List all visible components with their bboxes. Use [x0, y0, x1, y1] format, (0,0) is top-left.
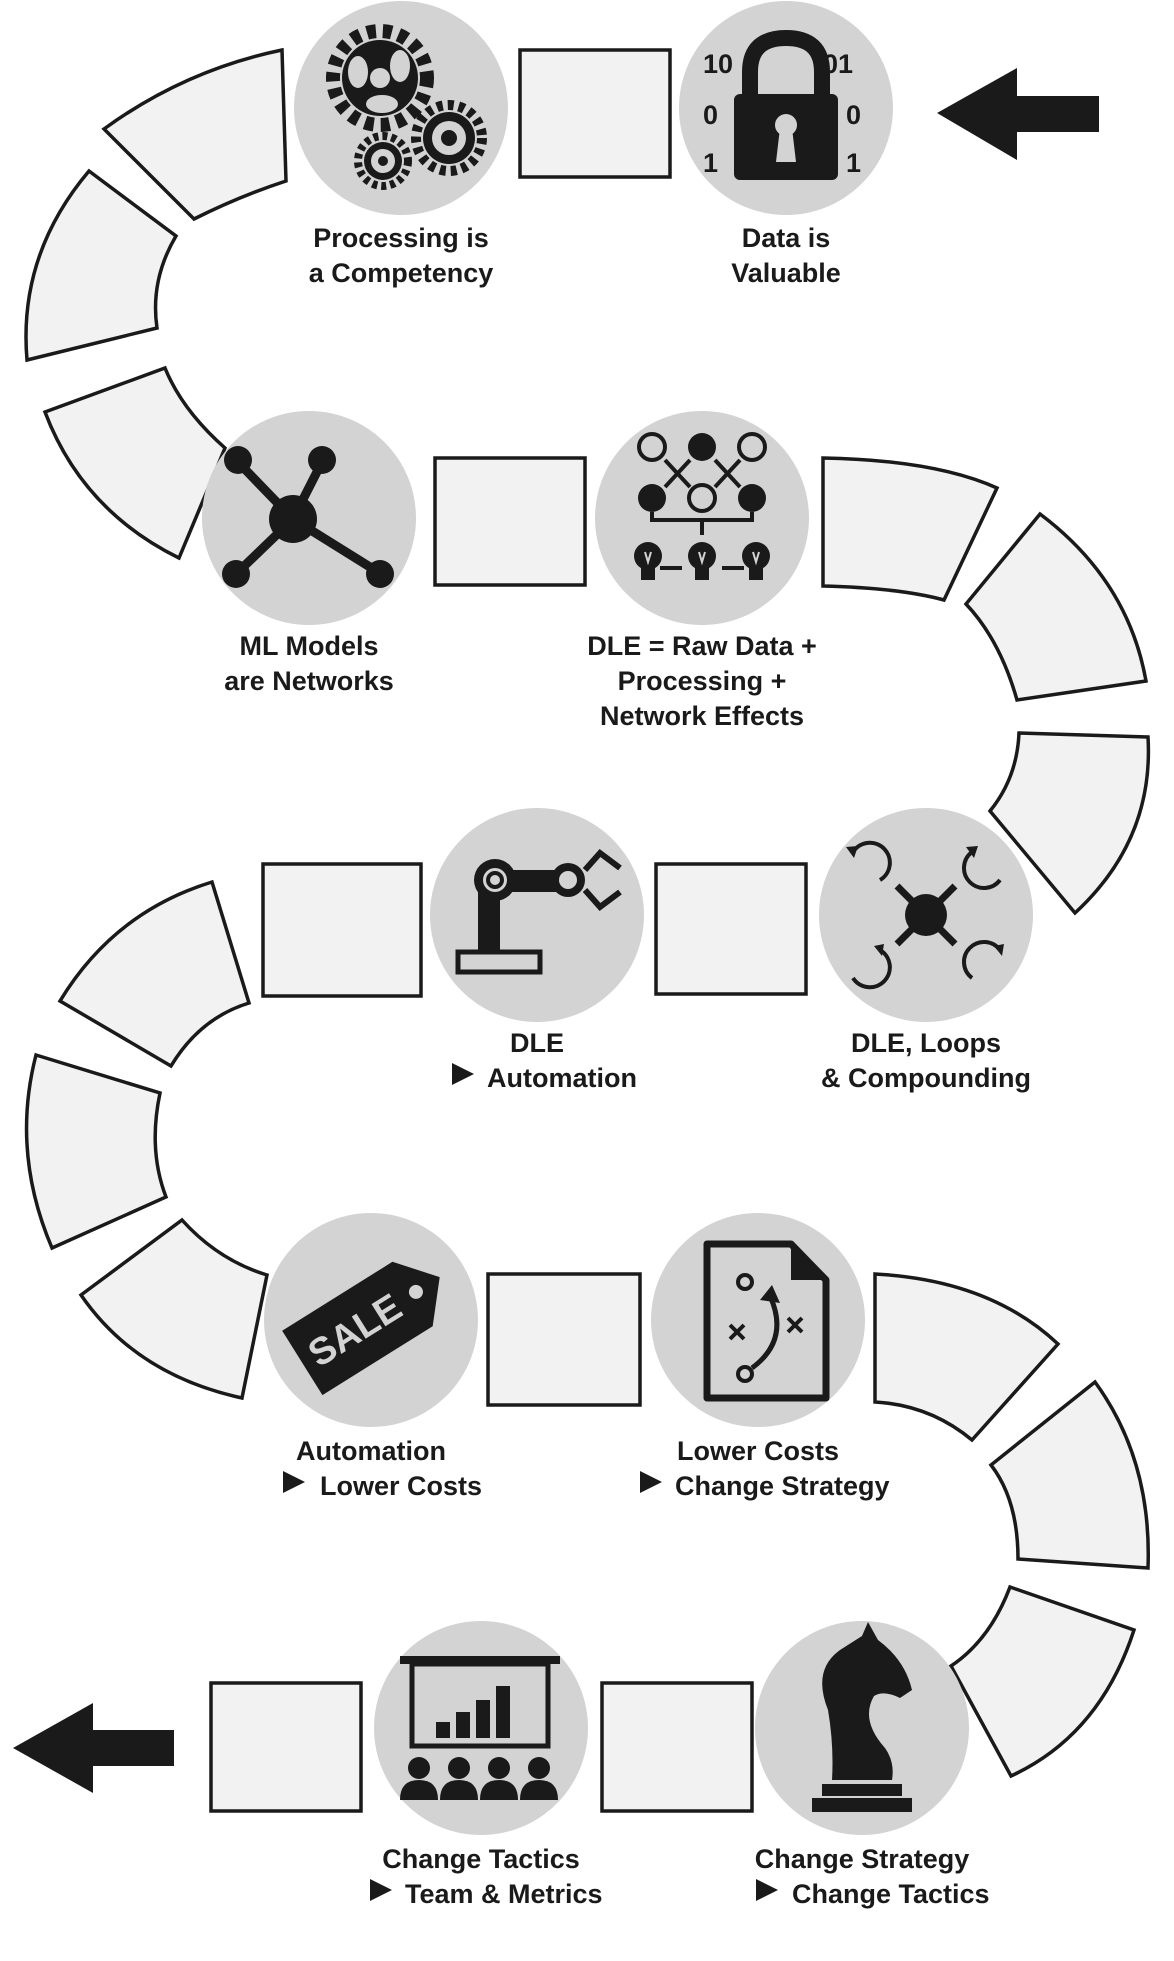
- playbook-icon: [703, 1240, 830, 1402]
- path-tile: [486, 1272, 642, 1407]
- binary-digits: 1: [846, 148, 861, 178]
- node-label-team: Change Tactics Team & Metrics: [370, 1844, 603, 1909]
- path-curve-tile: [987, 731, 1151, 916]
- loops-hub-icon: [846, 840, 1004, 990]
- gears-icon: [326, 24, 487, 190]
- binary-digits: 1: [703, 148, 718, 178]
- svg-text:Automation: Automation: [487, 1063, 637, 1093]
- node-label-data: Data is Valuable: [731, 223, 841, 288]
- presentation-team-icon: [400, 1656, 560, 1800]
- svg-text:Valuable: Valuable: [731, 258, 841, 288]
- path-tile: [654, 862, 808, 996]
- node-label-loops: DLE, Loops & Compounding: [821, 1028, 1031, 1093]
- path-tile: [518, 48, 672, 179]
- svg-text:Processing +: Processing +: [618, 666, 787, 696]
- path-curve-tile: [948, 1584, 1137, 1779]
- path-curve-tile: [821, 456, 1000, 603]
- chess-knight-icon: [812, 1622, 912, 1812]
- svg-text:Data is: Data is: [742, 223, 831, 253]
- play-triangle-icon: [756, 1879, 778, 1901]
- play-triangle-icon: [452, 1063, 474, 1085]
- node-circle: [430, 808, 644, 1022]
- svg-text:Change Strategy: Change Strategy: [675, 1471, 890, 1501]
- path-curve-tile: [57, 879, 252, 1069]
- play-triangle-icon: [370, 1879, 392, 1901]
- path-curve-tile: [101, 47, 288, 222]
- svg-text:a Competency: a Competency: [309, 258, 494, 288]
- path-curve-tile: [24, 1052, 169, 1251]
- node-label-costs: Automation Lower Costs: [283, 1436, 482, 1501]
- svg-text:are Networks: are Networks: [224, 666, 394, 696]
- svg-text:& Compounding: & Compounding: [821, 1063, 1031, 1093]
- path-curve-tile: [873, 1272, 1061, 1443]
- path-curve-tile: [963, 511, 1149, 702]
- node-label-tactics: Change Strategy Change Tactics: [755, 1844, 990, 1909]
- svg-text:DLE, Loops: DLE, Loops: [851, 1028, 1001, 1058]
- path-tile: [600, 1681, 754, 1813]
- path-curve-tile: [24, 168, 179, 363]
- end-arrow-icon: [13, 1703, 174, 1793]
- svg-text:Team & Metrics: Team & Metrics: [405, 1879, 603, 1909]
- svg-text:DLE = Raw Data +: DLE = Raw Data +: [587, 631, 817, 661]
- path-curve-tile: [78, 1217, 270, 1401]
- path-tile: [209, 1681, 363, 1813]
- svg-text:Network Effects: Network Effects: [600, 701, 804, 731]
- svg-text:Change Tactics: Change Tactics: [792, 1879, 990, 1909]
- play-triangle-icon: [640, 1471, 662, 1493]
- node-label-automation: DLE Automation: [452, 1028, 637, 1093]
- start-arrow-icon: [937, 68, 1099, 160]
- robot-arm-icon: [455, 848, 622, 975]
- node-label-dle: DLE = Raw Data + Processing + Network Ef…: [587, 631, 817, 731]
- network-hub-icon: [222, 446, 394, 588]
- svg-text:Lower Costs: Lower Costs: [320, 1471, 482, 1501]
- svg-text:Automation: Automation: [296, 1436, 446, 1466]
- svg-text:Lower Costs: Lower Costs: [677, 1436, 839, 1466]
- padlock-binary-icon: 10 01 0 0 1 1: [703, 29, 861, 180]
- node-label-ml: ML Models are Networks: [224, 631, 394, 696]
- path-curve-tile: [42, 365, 228, 561]
- node-label-strategy: Lower Costs Change Strategy: [640, 1436, 890, 1501]
- binary-digits: 10: [703, 49, 733, 79]
- play-triangle-icon: [283, 1471, 305, 1493]
- svg-text:Processing is: Processing is: [313, 223, 489, 253]
- binary-digits: 0: [846, 100, 861, 130]
- svg-text:Change Strategy: Change Strategy: [755, 1844, 970, 1874]
- path-tile: [261, 862, 423, 998]
- path-curve-tile: [988, 1379, 1151, 1570]
- node-label-processing: Processing is a Competency: [309, 223, 494, 288]
- svg-text:ML Models: ML Models: [239, 631, 378, 661]
- path-tile: [433, 456, 587, 587]
- dle-lightbulbs-icon: [634, 432, 770, 580]
- binary-digits: 0: [703, 100, 718, 130]
- svg-text:Change Tactics: Change Tactics: [382, 1844, 580, 1874]
- svg-text:DLE: DLE: [510, 1028, 564, 1058]
